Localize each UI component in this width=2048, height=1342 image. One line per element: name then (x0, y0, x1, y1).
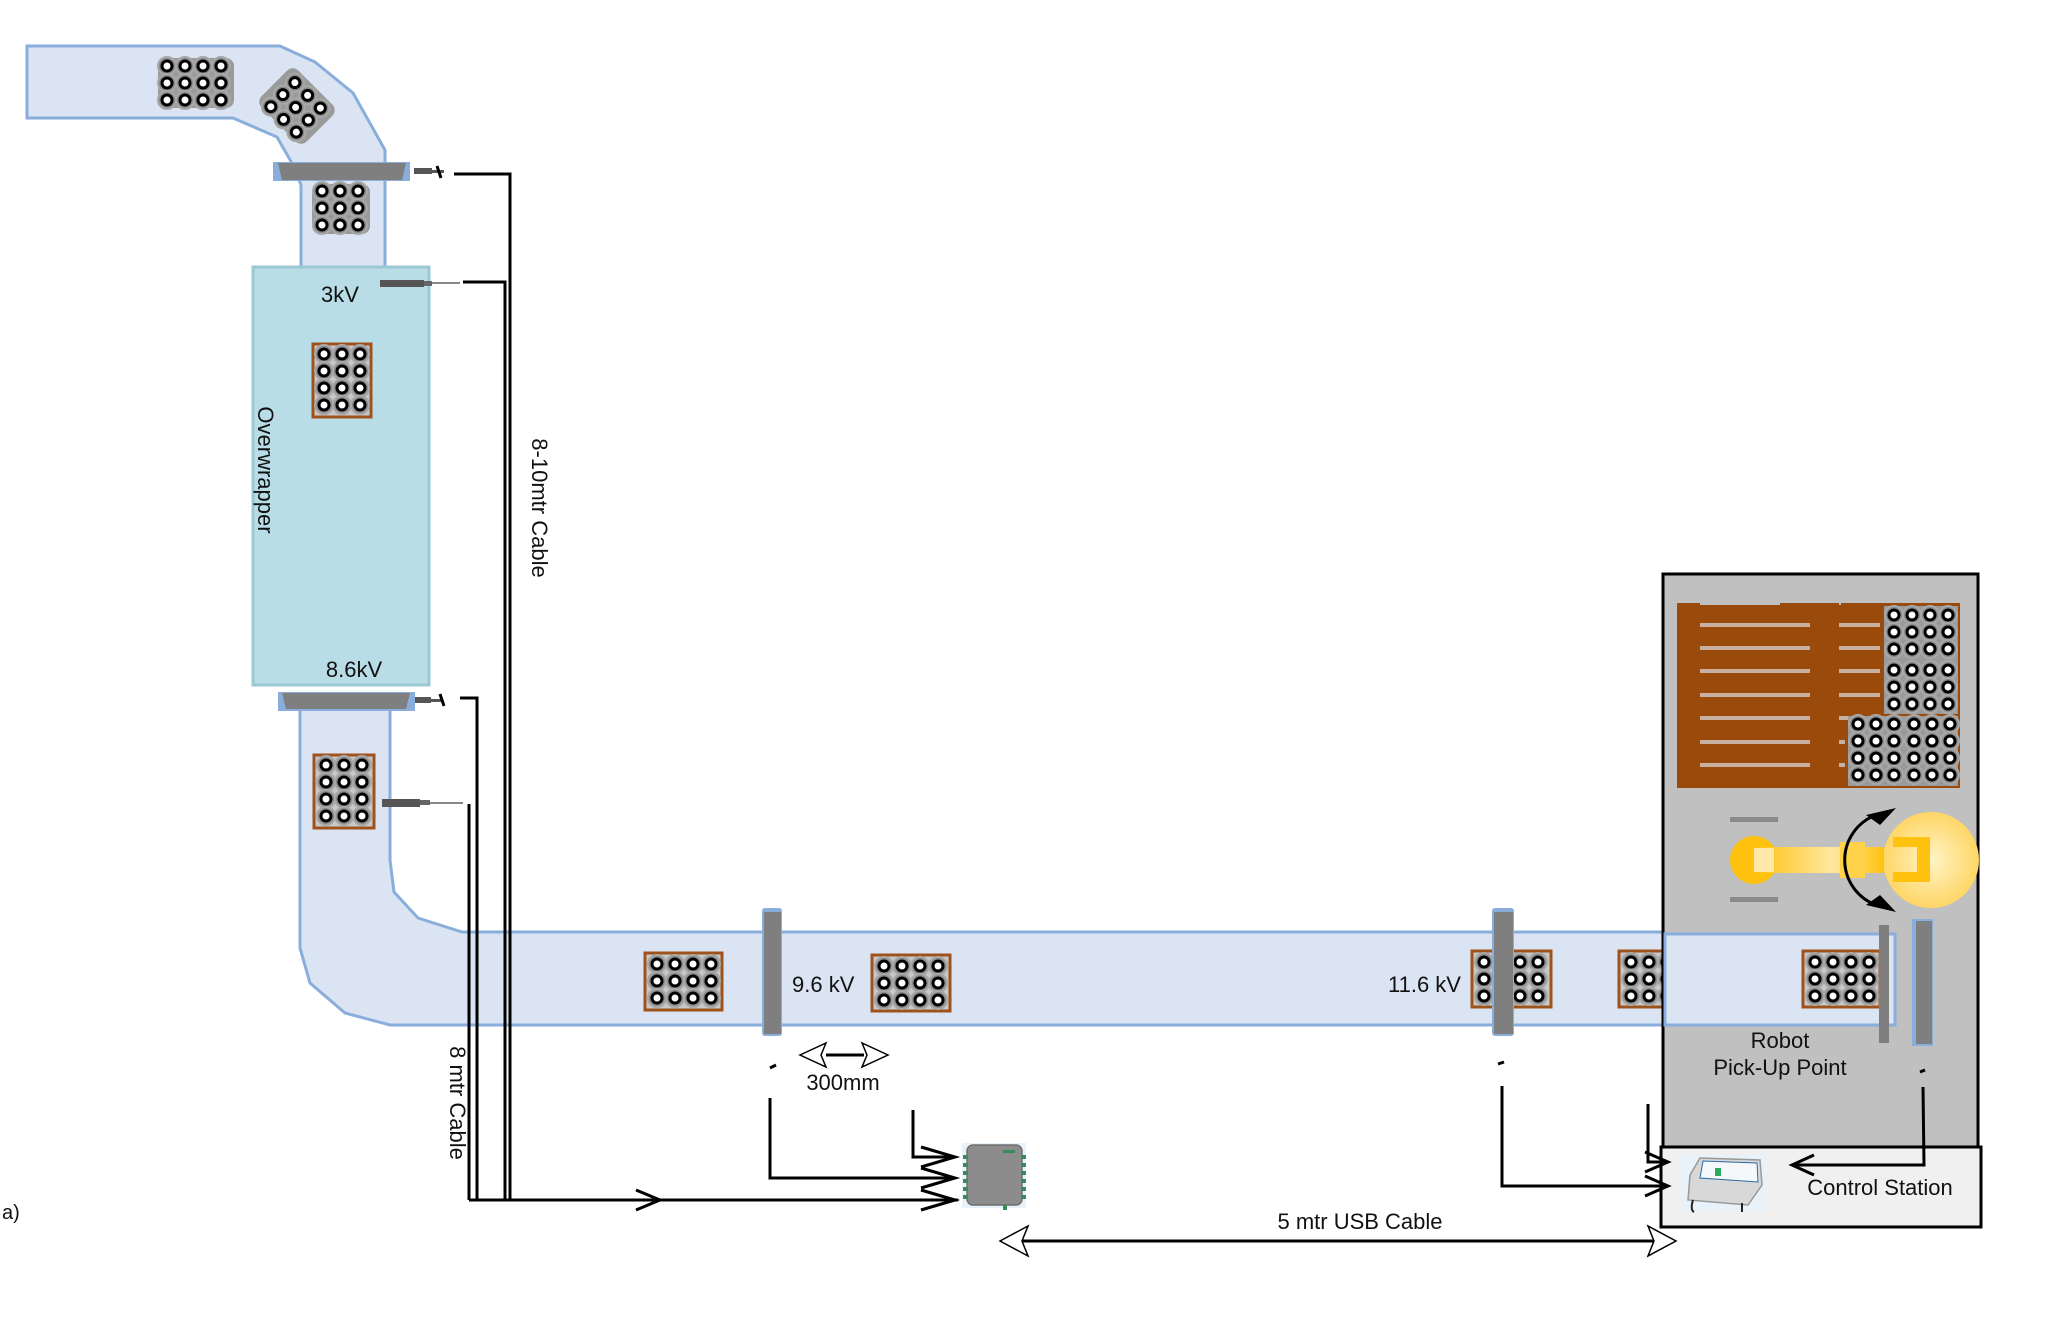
cable-wiring (454, 172, 1926, 1212)
control-panel-device-icon[interactable] (1681, 1155, 1765, 1213)
end-stop-bar (1879, 925, 1889, 1043)
sensor-overwrapper-out-bar (278, 692, 446, 711)
pallet-packs-upper (1883, 604, 1959, 715)
overwrapper-label: Overwrapper (253, 406, 278, 533)
field-module-device[interactable] (962, 1143, 1026, 1210)
product-pack-top-rotated (256, 68, 335, 147)
sensor-probe-lower (382, 799, 463, 807)
product-pack-bottom-1 (643, 951, 724, 1012)
pallet (1677, 601, 1961, 788)
sensor-bar-11-6kv (1492, 908, 1514, 1036)
product-pack-bottom-2 (870, 953, 952, 1013)
figure-label: a) (2, 1202, 20, 1224)
product-pack-overwrapper (311, 342, 373, 419)
rotation-arrow-icon (1843, 813, 1877, 907)
control-station-label: Control Station (1807, 1175, 1953, 1200)
usb-cable-label: 5 mtr USB Cable (1277, 1209, 1442, 1234)
pallet-packs-lower (1847, 713, 1961, 786)
pickup-sensor-bar (1912, 919, 1933, 1046)
cable-label-8-10m: 8-10mtr Cable (527, 438, 552, 577)
robot-arm (1730, 808, 1979, 912)
product-pack-bottom-5 (1801, 949, 1882, 1009)
sensor-probe-3kv (380, 280, 424, 287)
product-pack-top-1 (156, 55, 234, 111)
cable-label-8m: 8 mtr Cable (445, 1046, 470, 1160)
distance-dimension: 300mm (798, 1041, 890, 1095)
robot-pickup-label-line2: Pick-Up Point (1713, 1055, 1846, 1080)
product-pack-lower (312, 753, 376, 830)
product-pack-top-2 (311, 180, 370, 236)
robot-pickup-label-line1: Robot (1751, 1028, 1810, 1053)
sensor-top-bar (273, 162, 444, 181)
voltage-label-3kv: 3kV (321, 282, 359, 307)
voltage-label-11-6kv: 11.6 kV (1388, 972, 1461, 997)
sensor-bar-9-6kv (762, 908, 782, 1036)
voltage-label-9-6kv: 9.6 kV (792, 972, 855, 997)
distance-label: 300mm (806, 1070, 879, 1095)
control-station: Control Station (1659, 1145, 1983, 1229)
voltage-label-8-6kv: 8.6kV (326, 657, 383, 682)
overwrapper-machine: 3kV Overwrapper 8.6kV (251, 265, 460, 687)
usb-cable-arrow: 5 mtr USB Cable (998, 1209, 1678, 1258)
